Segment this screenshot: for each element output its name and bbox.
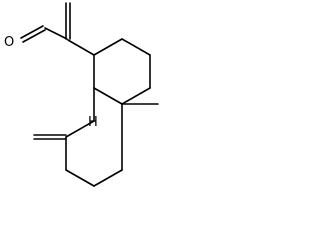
bond-c-o-double-b xyxy=(22,29,46,43)
bond-ring-b-5 xyxy=(93,169,123,187)
bond-sidechain-ring xyxy=(67,39,95,56)
bond-c-o-double-a xyxy=(20,25,44,39)
bond-cho-carbon xyxy=(44,27,68,40)
bond-ring-a-4 xyxy=(121,87,151,105)
bond-ring-b-2 xyxy=(65,120,95,138)
bond-ring-a-2 xyxy=(121,38,151,56)
bond-ring-a-1 xyxy=(93,38,123,56)
molecule-structure: O H xyxy=(4,2,159,187)
atom-label-oxygen: O xyxy=(4,35,14,50)
atom-label-hydrogen: H xyxy=(88,115,98,130)
bond-ring-a-5 xyxy=(93,87,123,105)
bond-ring-b-4 xyxy=(65,169,95,187)
